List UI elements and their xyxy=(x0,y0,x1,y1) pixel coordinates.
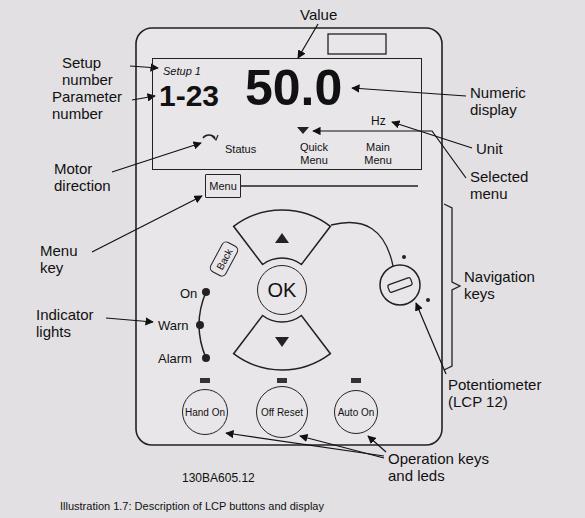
off-reset-key: Off Reset xyxy=(256,386,308,438)
key-label: Off Reset xyxy=(261,407,303,418)
leader-line xyxy=(352,88,466,96)
menu-name: Main Menu xyxy=(357,141,399,166)
leader-line xyxy=(298,24,318,58)
key-label: Menu xyxy=(209,180,237,192)
potentiometer-slot xyxy=(387,277,412,293)
leader-line xyxy=(130,66,158,68)
leader-line xyxy=(92,196,202,252)
auto-on-key: Auto On xyxy=(334,390,378,434)
key-label: Auto On xyxy=(338,407,375,418)
down-triangle xyxy=(275,337,289,347)
leader-lines xyxy=(92,24,472,458)
motor-direction-tip xyxy=(212,135,218,140)
up-triangle xyxy=(275,233,289,243)
callout-label: Navigation keys xyxy=(464,268,548,302)
callout-label: Operation keys and leds xyxy=(388,450,512,484)
leader-line xyxy=(416,303,446,374)
setup-number: Setup 1 xyxy=(163,65,201,78)
potentiometer-dot xyxy=(402,255,406,259)
leader-line xyxy=(368,436,386,452)
leader-line xyxy=(106,318,153,322)
indicator-label: Alarm xyxy=(158,350,192,367)
lcd-display: Setup 1 1-23 50.0HzStatus Quick Menu Main Me… xyxy=(152,58,422,170)
key-label: Back xyxy=(214,247,234,272)
callout-label: Potentiometer (LCP 12) xyxy=(448,376,560,410)
key-label: Hand On xyxy=(185,407,225,418)
top-window xyxy=(328,34,386,54)
numeric-value: 50.0 xyxy=(245,63,342,113)
potentiometer-wire xyxy=(331,222,393,266)
callout-label: Menu key xyxy=(40,242,88,276)
navigation-bracket xyxy=(444,204,460,370)
indicator-led xyxy=(202,354,210,362)
indicator-led xyxy=(202,288,210,296)
callout-label: Numeric display xyxy=(470,84,536,118)
back-key: Back xyxy=(208,240,240,278)
leader-line xyxy=(112,143,201,172)
callout-label: Motor direction xyxy=(54,160,124,194)
indicator-led xyxy=(196,321,204,329)
potentiometer-knob xyxy=(380,265,420,305)
up-key xyxy=(234,210,331,265)
selected-menu-marker xyxy=(297,127,309,134)
menu-key: Menu xyxy=(205,174,241,198)
menu-name: Status xyxy=(225,143,256,156)
key-label: OK xyxy=(268,279,297,301)
callout-label: Parameter number xyxy=(52,88,130,122)
ok-key: OK xyxy=(257,265,307,315)
callout-label: Unit xyxy=(476,140,503,157)
potentiometer-dot xyxy=(426,298,430,302)
drawing-number: 130BA605.12 xyxy=(182,470,255,487)
unit-text: Hz xyxy=(371,115,386,129)
figure-caption: Illustration 1.7: Description of LCP but… xyxy=(60,500,324,513)
callout-label: Indicator lights xyxy=(36,306,108,340)
menu-name: Quick Menu xyxy=(293,141,335,166)
key-led xyxy=(277,378,287,383)
key-led xyxy=(351,378,361,383)
parameter-number: 1-23 xyxy=(159,81,219,111)
leader-line xyxy=(392,122,472,148)
leader-line xyxy=(313,131,466,178)
down-key xyxy=(234,316,331,371)
hand-on-key: Hand On xyxy=(182,389,228,435)
callout-label: Selected menu xyxy=(470,168,540,202)
callout-label: Value xyxy=(300,6,337,23)
menu-line xyxy=(241,185,418,186)
key-led xyxy=(200,378,210,383)
callout-label: Setup number xyxy=(62,54,128,88)
indicator-label: On xyxy=(180,285,197,302)
indicator-label: Warn xyxy=(158,317,189,334)
leader-line xyxy=(226,433,384,456)
